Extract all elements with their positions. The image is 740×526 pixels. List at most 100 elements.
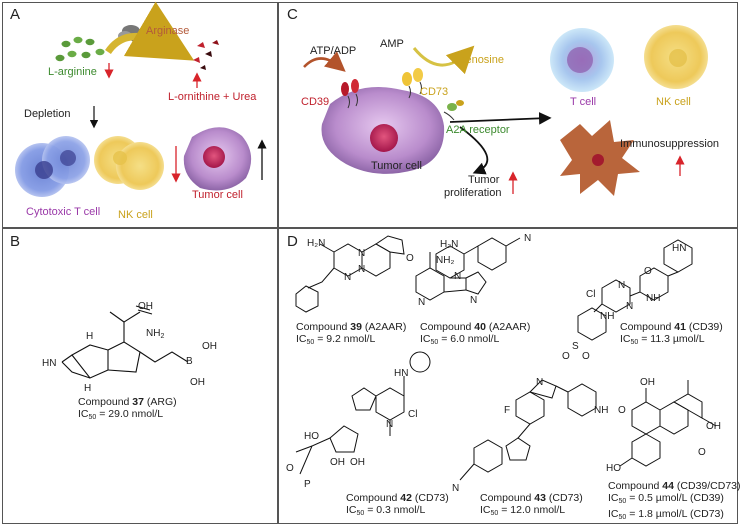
c43-atom-f: F	[504, 405, 511, 416]
compound-41-caption: Compound 41 (CD39) IC50 = 11.3 µmol/L	[620, 321, 723, 346]
nk-cell-c-label: NK cell	[656, 96, 691, 108]
c41-atom-nh1: NH	[646, 293, 661, 304]
t-cell-image	[550, 28, 614, 92]
c43-atom-cn: N	[452, 483, 460, 494]
c40-atom-nh2: NH₂	[436, 255, 455, 266]
c37-atom-h1: H	[86, 331, 94, 342]
c42-atom-p: P	[304, 479, 311, 490]
cd39-receptor	[341, 79, 359, 109]
compound-37-structure	[61, 305, 189, 379]
c37-atom-oh-b2: OH	[190, 377, 205, 388]
c41-atom-n2: N	[626, 301, 634, 312]
c37-atom-oh: OH	[138, 301, 153, 312]
compound-42-structure	[295, 351, 431, 475]
c41-atom-n1: N	[618, 280, 626, 291]
panel-c	[278, 2, 738, 228]
c41-atom-o: O	[644, 266, 652, 277]
c37-atom-h2: H	[84, 383, 92, 394]
c44-atom-o2: O	[698, 447, 706, 458]
c37-atom-oh-b1: OH	[202, 341, 217, 352]
ornithine-urea-label: L-ornithine + Urea	[168, 91, 257, 103]
c44-atom-o1: O	[618, 405, 626, 416]
c44-atom-oh1: OH	[640, 377, 655, 388]
amp-label: AMP	[380, 38, 404, 50]
compound-41-structure	[577, 239, 693, 341]
c40-atom-n3: N	[470, 295, 478, 306]
c42-atom-cl: Cl	[408, 409, 418, 420]
compound-39-caption: Compound 39 (A2AAR) IC50 = 9.2 nmol/L	[296, 321, 407, 346]
atp-adp-label: ATP/ADP	[310, 45, 357, 57]
c43-atom-nh: NH	[594, 405, 609, 416]
c37-atom-b: B	[186, 356, 193, 367]
immune-suppression-arrow	[449, 112, 552, 125]
c39-atom-n3: N	[344, 272, 352, 283]
cd73-label: CD73	[420, 86, 449, 98]
adenosine-label: Adenosine	[452, 54, 504, 66]
panel-b	[2, 228, 278, 524]
tumor-proliferation-label-2: proliferation	[444, 187, 502, 199]
panel-a-label: A	[10, 6, 21, 23]
depletion-label: Depletion	[24, 108, 71, 120]
tumor-cell-c-image	[321, 87, 445, 174]
c42-atom-hn: HN	[394, 368, 409, 379]
tumor-proliferation-label-1: Tumor	[468, 174, 500, 186]
proliferation-curved-arrow	[459, 126, 489, 175]
compound-37-caption: Compound 37 (ARG) IC50 = 29.0 nmol/L	[78, 396, 177, 421]
c40-atom-n2: N	[418, 297, 426, 308]
c42-atom-n1: N	[386, 419, 394, 430]
immunosuppression-label: Immunosuppression	[620, 138, 720, 150]
c41-atom-cl: Cl	[586, 289, 596, 300]
compound-44-structure	[619, 380, 717, 467]
nk-cell-image	[644, 25, 708, 89]
c41-atom-s: S	[572, 341, 579, 352]
nk-cells-image	[94, 136, 164, 190]
c37-atom-hn: HN	[42, 358, 57, 369]
c39-atom-h2n: H₂N	[307, 238, 326, 249]
compound-39-structure	[295, 235, 405, 313]
c40-atom-o: O	[406, 253, 414, 264]
tumor-cell-c-label: Tumor cell	[371, 160, 422, 172]
cytotoxic-t-cells-image	[15, 136, 90, 197]
tumor-cell-a-label: Tumor cell	[192, 189, 243, 201]
compound-43-caption: Compound 43 (CD73) IC50 = 12.0 nmol/L	[480, 492, 583, 517]
compound-44-caption: Compound 44 (CD39/CD73) IC50 = 0.5 µmol/…	[608, 480, 740, 521]
compound-40-structure	[415, 237, 521, 301]
c40-atom-n-cn: N	[524, 233, 532, 244]
c39-atom-n2: N	[358, 264, 366, 275]
dendritic-cell-image	[560, 120, 640, 196]
c42-atom-oh1: OH	[330, 457, 345, 468]
compound-43-structure	[459, 379, 597, 481]
panel-b-label: B	[10, 233, 21, 250]
t-cell-label: T cell	[570, 96, 597, 108]
cd73-receptor	[402, 68, 423, 99]
ornithine-urea-molecules	[193, 40, 219, 70]
c41-atom-so1: O	[562, 351, 570, 362]
c41-atom-so2: O	[582, 351, 590, 362]
panel-d-label: D	[287, 233, 298, 250]
arginase-curved-arrow	[105, 1, 195, 61]
amp-to-adenosine-arrow	[412, 45, 475, 75]
panel-d	[278, 228, 738, 524]
c40-atom-n1: N	[454, 271, 462, 282]
c42-atom-oh2: OH	[350, 457, 365, 468]
c44-atom-ho: HO	[606, 463, 621, 474]
c42-atom-ho: HO	[304, 431, 319, 442]
l-arginine-label: L-arginine	[48, 66, 97, 78]
c42-atom-o: O	[286, 463, 294, 474]
a2a-receptor-label: A2A receptor	[446, 124, 510, 136]
c44-atom-oh2: OH	[706, 421, 721, 432]
compound-40-caption: Compound 40 (A2AAR) IC50 = 6.0 nmol/L	[420, 321, 531, 346]
cytotoxic-t-cell-label: Cytotoxic T cell	[26, 206, 101, 218]
atp-to-amp-arrow	[303, 51, 346, 72]
arginase-label: Arginase	[146, 25, 190, 37]
c37-atom-nh2: NH2	[146, 328, 165, 340]
c39-atom-n1: N	[358, 248, 366, 259]
compound-42-caption: Compound 42 (CD73) IC50 = 0.3 nmol/L	[346, 492, 449, 517]
nk-cell-a-label: NK cell	[118, 209, 153, 221]
c41-atom-nh2: NH	[600, 311, 615, 322]
c43-atom-n: N	[536, 377, 544, 388]
c40-atom-h2n: H₂N	[440, 239, 459, 250]
c41-atom-hn: HN	[672, 243, 687, 254]
cd39-label: CD39	[301, 96, 330, 108]
